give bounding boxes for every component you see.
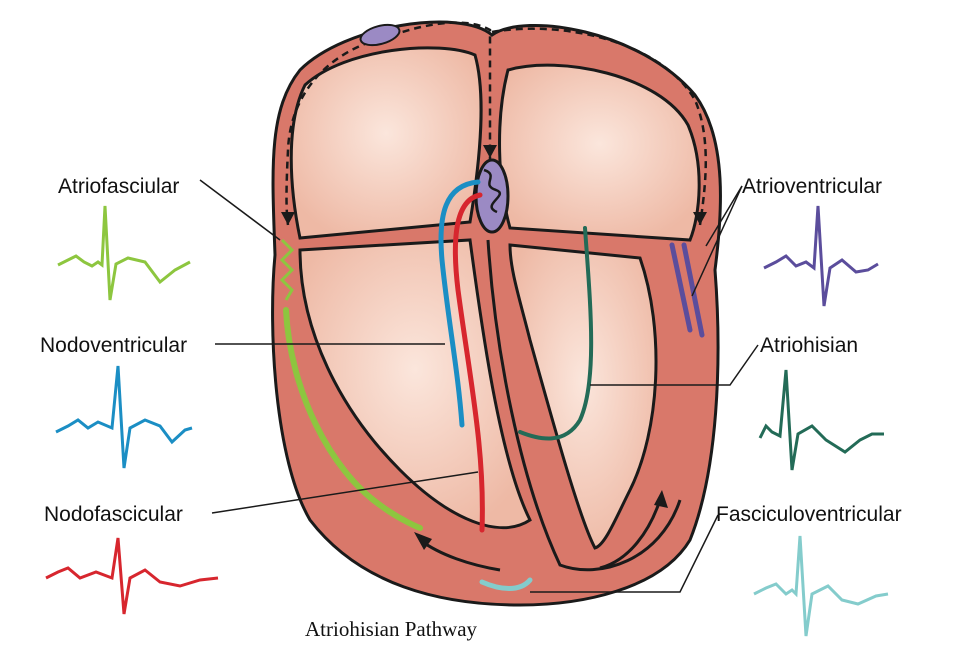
nodofascicular-ecg-trace	[45, 537, 219, 615]
leader-line	[691, 185, 743, 297]
fasciculoventricular-ecg-trace	[753, 535, 889, 637]
left-ventricle-chamber	[298, 238, 532, 530]
atriohisian-pathway	[518, 226, 594, 441]
right-ventricle-chamber	[508, 243, 658, 550]
conduction-path-dashed	[491, 27, 707, 226]
atrioventricular-pathway	[681, 242, 705, 338]
leader-line	[530, 514, 719, 593]
atriofascicular-pathway	[283, 307, 423, 531]
atriohisian-ecg-trace	[758, 369, 884, 471]
label-atrioventricular: Atrioventricular	[742, 175, 882, 198]
atriofascicular-pathway-zigzag	[279, 238, 295, 301]
fasciculoventricular-pathway	[479, 577, 533, 591]
left-atrium-chamber	[289, 46, 483, 240]
ventricle-wall-line	[486, 239, 682, 572]
conduction-path-dashed	[285, 40, 371, 226]
arrowhead-icon	[281, 212, 295, 225]
nodoventricular-pathway	[438, 179, 481, 428]
arrowhead-icon	[483, 145, 497, 158]
label-nodofascicular: Nodofascicular	[44, 503, 183, 526]
conduction-arrow	[599, 499, 662, 570]
arrowhead-icon	[654, 490, 668, 508]
atrioventricular-pathway	[669, 242, 693, 333]
label-atriofascicular: Atriofasciular	[58, 175, 179, 198]
av-node-squiggle-icon	[483, 168, 502, 214]
label-atriohisian: Atriohisian	[760, 334, 858, 357]
leader-line	[199, 179, 281, 241]
arrowhead-icon	[693, 212, 707, 225]
atrioventricular-ecg-trace	[763, 205, 879, 307]
sinus-node	[359, 23, 401, 47]
atriofascicular-ecg-trace	[57, 205, 191, 301]
leader-line	[211, 471, 479, 514]
arrowhead-icon	[414, 532, 432, 550]
right-atrium-chamber	[498, 63, 701, 242]
leader-line	[705, 185, 743, 247]
nodofascicular-pathway	[452, 192, 485, 533]
conduction-path-dashed	[379, 21, 492, 165]
leader-line	[590, 344, 759, 386]
label-fasciculoventricular: Fasciculoventricular	[716, 503, 902, 526]
diagram-caption: Atriohisian Pathway	[305, 617, 478, 641]
label-nodoventricular: Nodoventricular	[40, 334, 187, 357]
nodoventricular-ecg-trace	[55, 365, 193, 469]
